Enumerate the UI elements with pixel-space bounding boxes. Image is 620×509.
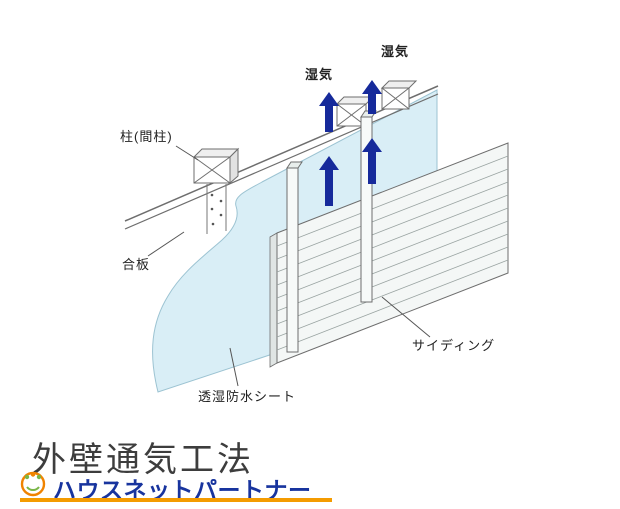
furring-strip-left bbox=[286, 161, 303, 353]
brand-underline bbox=[20, 498, 332, 502]
leader-lines bbox=[147, 145, 431, 387]
siding-panel bbox=[269, 142, 509, 368]
siding-label: サイディング bbox=[412, 338, 495, 353]
brand-logo-icon bbox=[20, 471, 46, 497]
pillar-block bbox=[192, 147, 240, 185]
pillar-leader-line bbox=[175, 145, 199, 161]
airflow-arrow-upper-left bbox=[319, 92, 339, 132]
brand-row: ハウスネットパートナー bbox=[17, 466, 347, 503]
airflow-arrows bbox=[319, 80, 382, 206]
blocking-block-left bbox=[335, 96, 375, 127]
page-title: 外壁通気工法 bbox=[32, 442, 254, 479]
stud-under-pillar bbox=[206, 184, 227, 234]
moisture-label-left: 湿気 bbox=[305, 67, 333, 82]
blocking-block-right bbox=[380, 80, 418, 110]
breathable-sheet-label: 透湿防水シート bbox=[198, 389, 296, 404]
wall-ventilation-diagram: 湿気 湿気 柱(間柱) 合板 透湿防水シート サイディング bbox=[120, 44, 509, 404]
pillar-label: 柱(間柱) bbox=[120, 129, 173, 144]
airflow-arrow-lower-left bbox=[319, 156, 339, 206]
airflow-arrow-upper-right bbox=[362, 80, 382, 114]
plywood-leader-line bbox=[147, 231, 185, 257]
top-rail-lower bbox=[124, 93, 439, 230]
siding-leader-line bbox=[381, 296, 431, 338]
sheet-leader-line bbox=[229, 347, 239, 387]
airflow-arrow-lower-right bbox=[362, 138, 382, 184]
moisture-label-right: 湿気 bbox=[381, 44, 409, 59]
plywood-label: 合板 bbox=[122, 257, 150, 272]
